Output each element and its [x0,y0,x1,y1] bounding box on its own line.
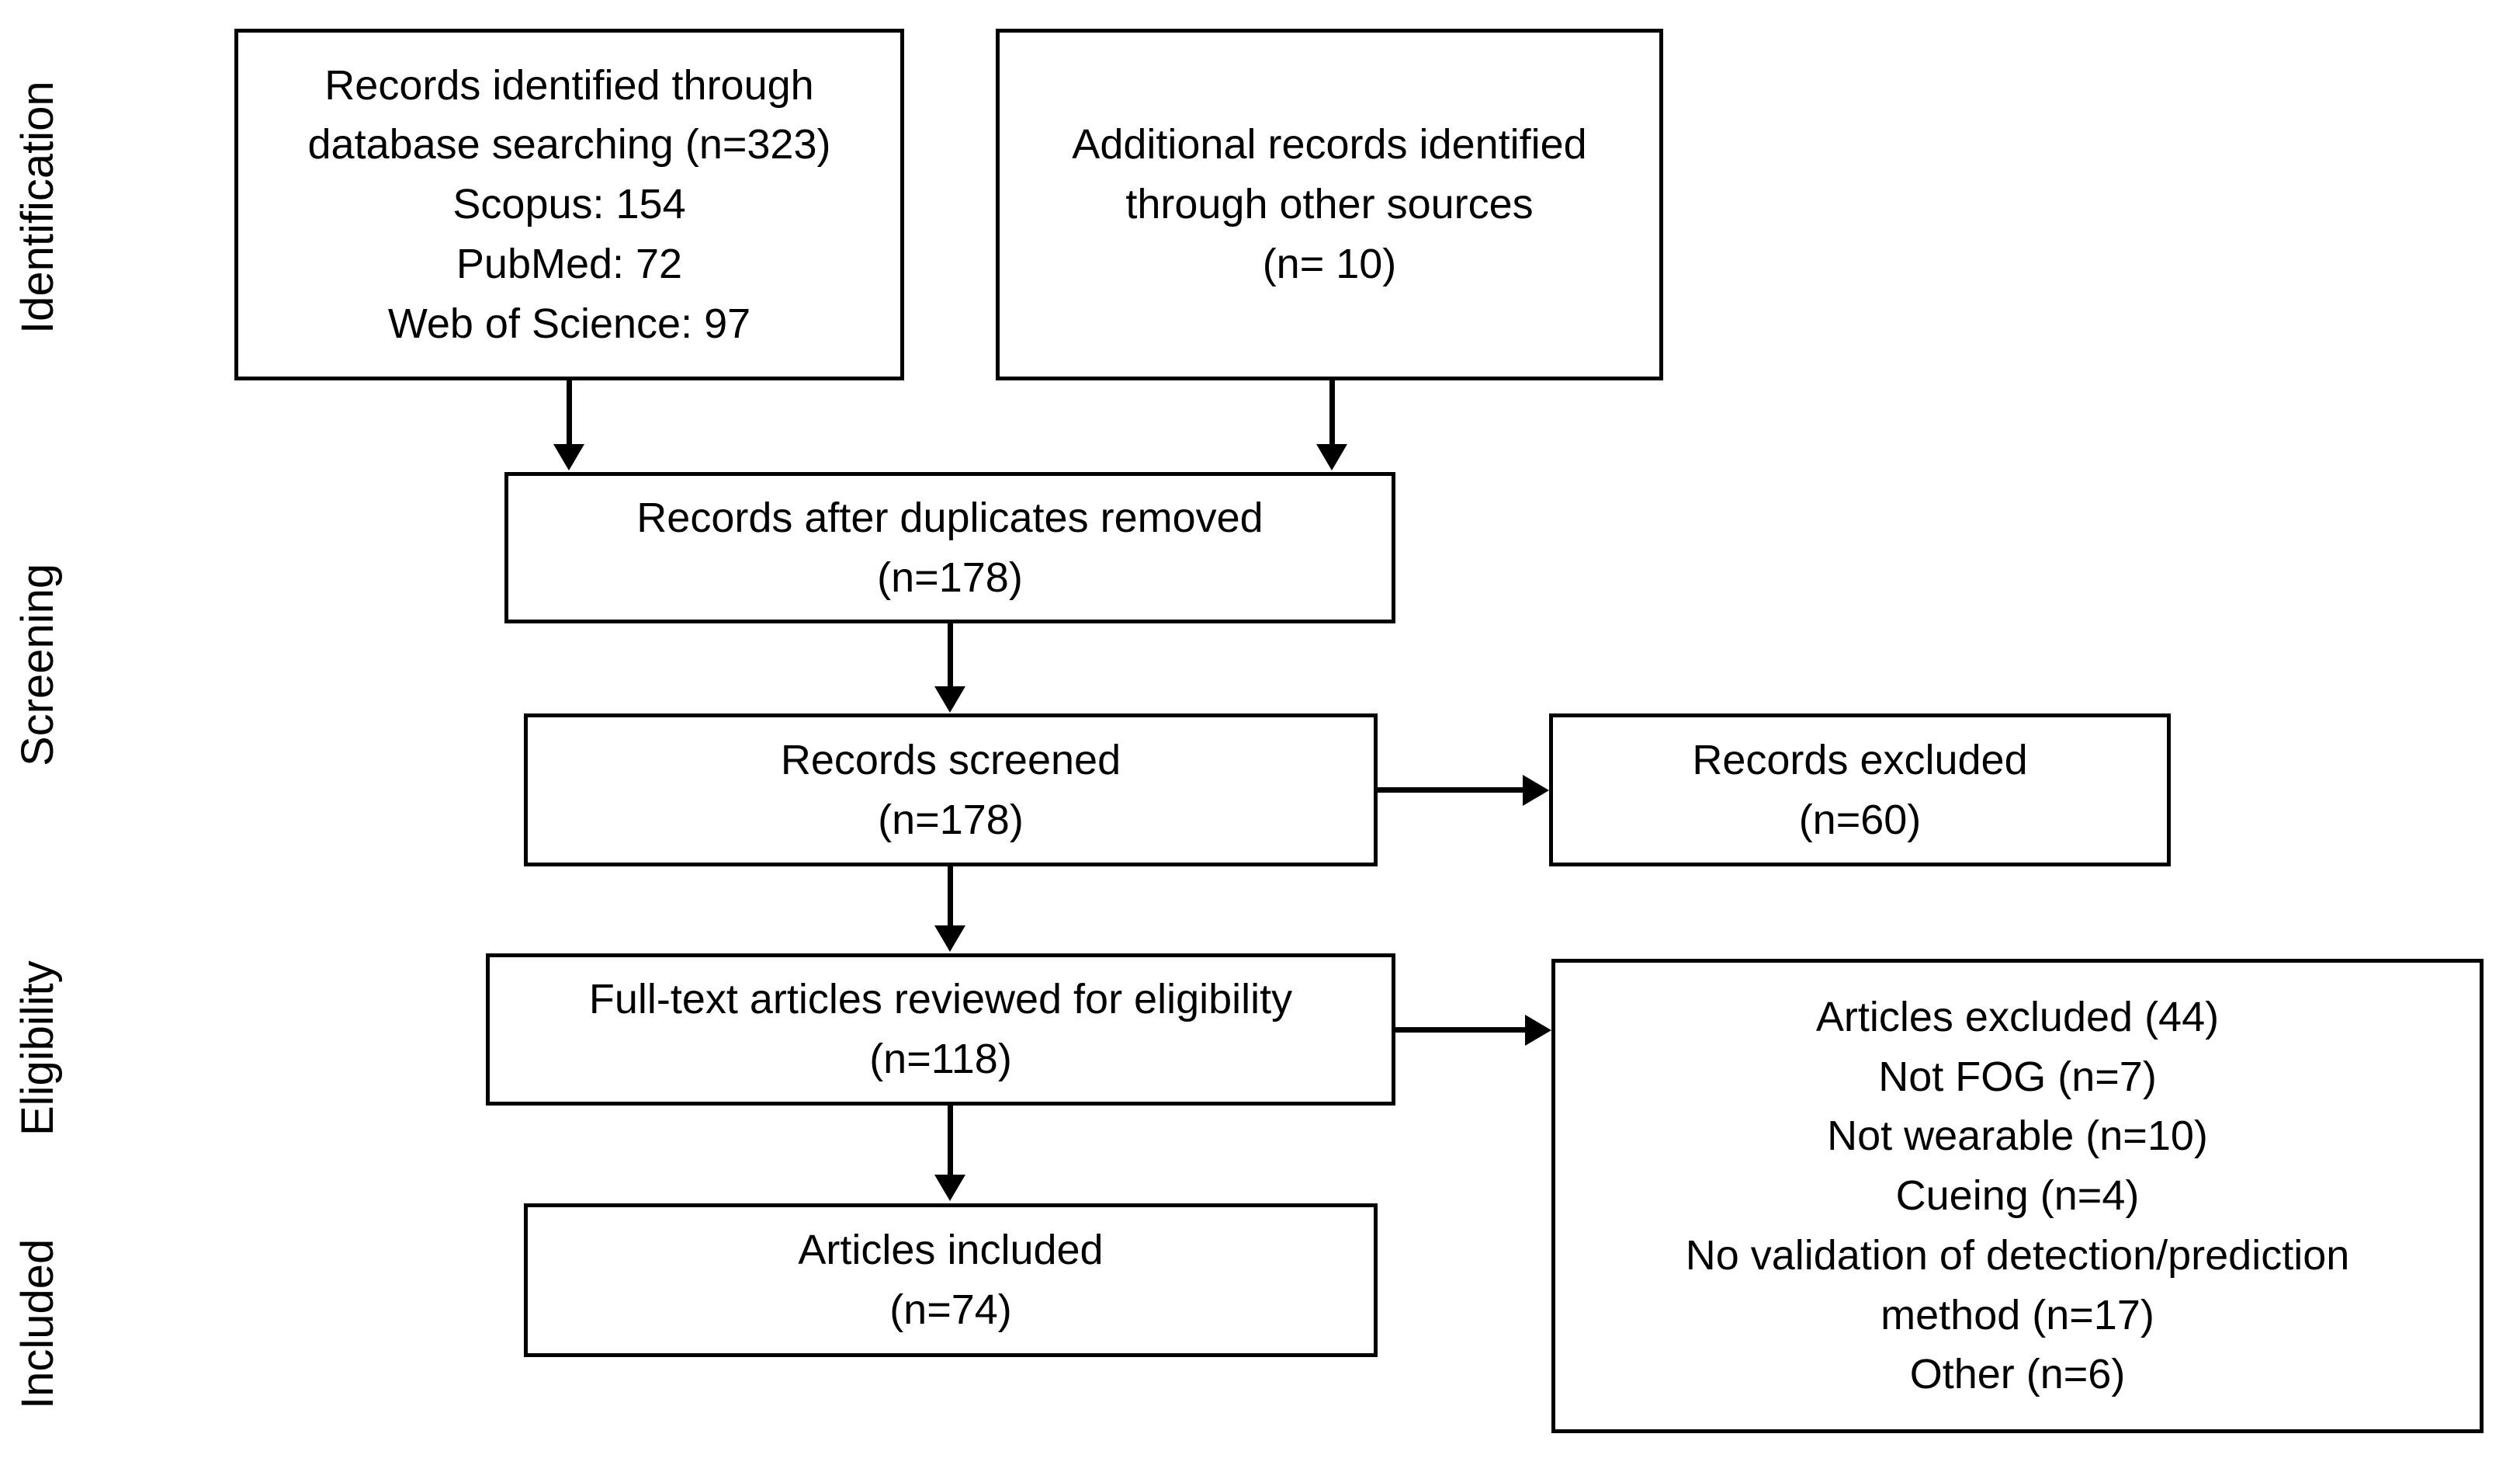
box-line: (n=178) [877,554,1023,601]
connector-screened-to-fulltext [948,866,953,928]
box-line: (n=60) [1798,796,1922,843]
arrowhead-fulltext-to-articles-excluded [1525,1015,1551,1046]
box-line: Records screened [780,736,1121,783]
connector-duplicates-to-screened [948,623,953,688]
box-line: Other (n=6) [1909,1351,2126,1398]
arrowhead-other-to-duplicates [1316,444,1347,470]
box-line: No validation of detection/prediction [1685,1231,2350,1279]
connector-other-to-duplicates [1329,380,1335,446]
box-line: through other sources [1125,181,1534,228]
box-line: Not wearable (n=10) [1827,1113,2208,1160]
box-line: Records after duplicates removed [636,494,1263,541]
connector-fulltext-to-articles-excluded [1395,1027,1527,1033]
stage-label-identification: Identification [12,81,63,334]
box-records-identified-database: Records identified through database sear… [234,29,904,380]
box-line: Records excluded [1692,736,2028,783]
box-line: Not FOG (n=7) [1878,1053,2157,1100]
box-line: PubMed: 72 [456,240,683,287]
box-records-screened: Records screened (n=178) [524,713,1378,866]
box-line: Web of Science: 97 [387,300,751,347]
arrowhead-duplicates-to-screened [934,686,965,713]
box-line: Cueing (n=4) [1895,1172,2140,1220]
box-articles-excluded: Articles excluded (44) Not FOG (n=7) Not… [1551,959,2484,1433]
box-line: Additional records identified [1072,121,1587,168]
box-line: (n=74) [889,1286,1012,1333]
stage-label-screening: Screening [12,563,63,766]
stage-label-eligibility: Eligibility [12,960,63,1136]
box-line: Scopus: 154 [452,181,686,228]
box-records-excluded: Records excluded (n=60) [1549,713,2171,866]
box-line: database searching (n=323) [307,121,831,168]
arrowhead-screened-to-excluded [1523,775,1549,806]
arrowhead-fulltext-to-included [934,1175,965,1201]
box-line: method (n=17) [1880,1291,2154,1338]
box-line: (n=118) [869,1036,1012,1082]
box-line: Records identified through [324,61,814,109]
connector-screened-to-excluded [1378,787,1525,793]
box-line: (n= 10) [1262,240,1397,287]
box-articles-included: Articles included (n=74) [524,1203,1378,1357]
box-fulltext-reviewed: Full-text articles reviewed for eligibil… [486,953,1395,1106]
box-line: Full-text articles reviewed for eligibil… [588,976,1293,1023]
connector-fulltext-to-included [948,1106,953,1177]
box-records-after-duplicates: Records after duplicates removed (n=178) [504,472,1395,623]
box-line: Articles excluded (44) [1815,994,2220,1041]
stage-label-included: Included [12,1238,63,1409]
arrowhead-screened-to-fulltext [934,925,965,952]
box-line: Articles included [798,1227,1104,1274]
box-records-identified-other: Additional records identified through ot… [996,29,1663,380]
arrowhead-db-to-duplicates [553,444,584,470]
box-line: (n=178) [878,796,1024,843]
connector-db-to-duplicates [567,380,572,446]
